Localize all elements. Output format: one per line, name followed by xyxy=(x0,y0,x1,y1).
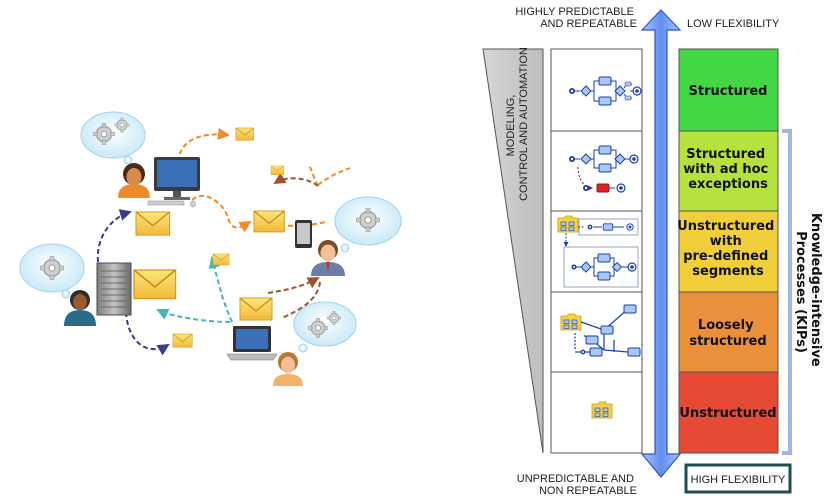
bpmn-end-event xyxy=(616,183,626,193)
laptop-icon xyxy=(226,326,278,361)
modeling-label: MODELING, CONTROL AND AUTOMATION xyxy=(505,47,530,201)
collaboration-illustration xyxy=(19,111,402,386)
server-icon xyxy=(96,262,132,316)
bpmn-task-icon xyxy=(624,81,632,87)
bpmn-task-icon xyxy=(597,253,611,263)
highly-predictable-label: HIGHLY PREDICTABLE AND REPEATABLE xyxy=(515,6,637,30)
envelope-icon xyxy=(172,333,193,348)
bpmn-start-event xyxy=(587,224,593,230)
bpmn-task-icon xyxy=(597,271,611,281)
thought-bubble-bottom xyxy=(293,301,357,353)
thought-bubble-top xyxy=(80,111,146,165)
bpmn-start-event xyxy=(583,185,589,191)
bpmn-start-event xyxy=(569,88,575,94)
high-flexibility-box xyxy=(684,463,792,494)
bpmn-task-icon xyxy=(602,223,614,231)
modeling-control-wedge xyxy=(482,48,544,454)
category-unstructured xyxy=(678,371,779,454)
bpmn-task-icon xyxy=(585,335,599,345)
kips-label: Knowledge-intensive Processes (KIPs) xyxy=(793,213,823,371)
category-label: Structured with ad hoc exceptions xyxy=(683,147,773,192)
tablet-icon xyxy=(295,220,312,248)
thought-bubble-left xyxy=(19,243,85,299)
category-label: Structured xyxy=(689,84,768,99)
bpmn-task-icon xyxy=(600,325,614,335)
bpmn-exception-task-icon xyxy=(596,183,610,193)
person-icon xyxy=(273,352,303,386)
envelope-icon xyxy=(253,210,285,233)
envelope-icon xyxy=(270,165,285,176)
bpmn-start-event xyxy=(571,264,577,270)
bpmn-end-event xyxy=(626,223,634,231)
kips-bracket xyxy=(782,129,792,455)
bpmn-task-icon xyxy=(598,163,612,173)
high-flexibility-label: HIGH FLEXIBILITY xyxy=(691,474,786,486)
bpmn-task-icon xyxy=(624,95,632,101)
bpmn-task-icon xyxy=(627,347,641,357)
bpmn-start-event xyxy=(580,349,586,355)
envelope-icon xyxy=(235,127,254,141)
category-loosely-structured xyxy=(678,291,779,373)
person-icon xyxy=(64,290,96,326)
category-column xyxy=(678,48,779,454)
bpmn-end-event xyxy=(627,262,637,272)
category-label: Loosely structured xyxy=(689,318,766,349)
bpmn-task-icon xyxy=(598,76,612,86)
bpmn-task-icon xyxy=(589,347,603,357)
envelope-icon xyxy=(239,297,273,321)
person-icon xyxy=(311,240,345,276)
bpmn-end-event xyxy=(629,154,639,164)
bpmn-task-icon xyxy=(598,96,612,106)
folder-icon xyxy=(557,215,579,233)
flexibility-scale-arrow xyxy=(640,9,682,478)
envelope-icon xyxy=(135,211,171,236)
category-label: Unstructured with pre-defined segments xyxy=(677,219,779,279)
bpmn-task-icon xyxy=(623,304,637,314)
low-flexibility-label: LOW FLEXIBILITY xyxy=(687,18,780,30)
folder-icon xyxy=(560,313,582,331)
person-icon xyxy=(118,163,150,198)
envelope-icon xyxy=(133,269,177,300)
folder-icon xyxy=(591,401,613,419)
computer-icon xyxy=(147,157,200,208)
category-unstructured-segments xyxy=(678,210,779,293)
category-label: Unstructured xyxy=(679,406,776,421)
bpmn-start-event xyxy=(569,156,575,162)
unpredictable-label: UNPREDICTABLE AND NON REPEATABLE xyxy=(517,473,637,497)
bpmn-task-icon xyxy=(598,145,612,155)
thought-bubble-right xyxy=(334,196,402,253)
bpmn-end-event xyxy=(632,86,642,96)
envelope-icon xyxy=(212,253,230,266)
